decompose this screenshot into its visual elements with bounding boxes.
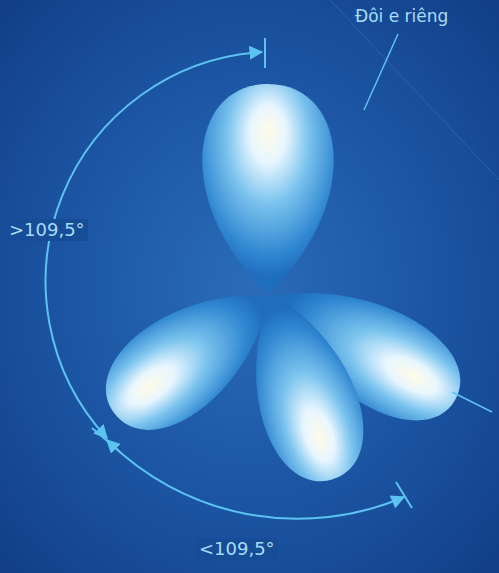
lone-pair-orbital [202, 84, 333, 294]
tick [92, 428, 120, 452]
axis-line [452, 392, 492, 412]
leader-line [364, 34, 398, 110]
lone-pair-label: Đôi e riêng [352, 6, 451, 27]
angle-label: >109,5° [6, 219, 88, 241]
bond-orbital [226, 279, 380, 495]
angle-arc [107, 440, 404, 519]
guide-line [330, 0, 499, 180]
tick [396, 482, 412, 508]
angle-label: <109,5° [196, 538, 278, 560]
angle-arc [46, 52, 262, 438]
tick [264, 38, 266, 68]
